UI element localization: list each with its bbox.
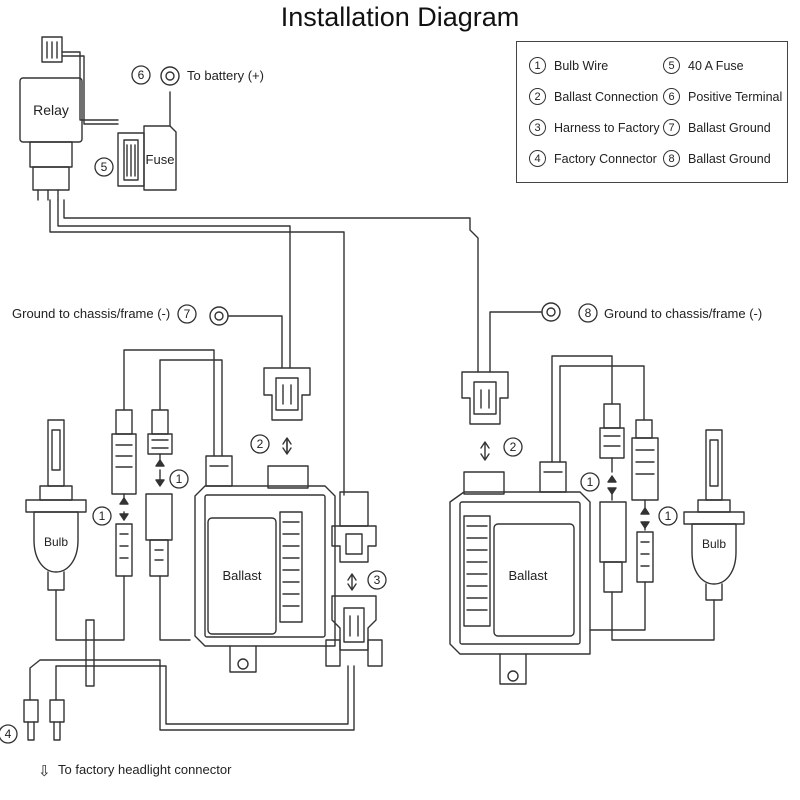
marker-1-right-lower: 1 xyxy=(665,509,672,523)
marker-1-left-upper: 1 xyxy=(176,472,183,486)
ballast-left-label: Ballast xyxy=(222,568,261,583)
arrow-down-icon: ⇩ xyxy=(38,763,51,780)
ballast-left xyxy=(194,455,336,673)
marker-1-right-upper: 1 xyxy=(587,475,594,489)
bulb-right-label: Bulb xyxy=(702,537,726,551)
legend-item-5: 5 40 A Fuse xyxy=(663,57,744,74)
marker-3: 3 xyxy=(374,573,381,587)
fuse-label: Fuse xyxy=(146,152,175,167)
to-battery-label: To battery (+) xyxy=(187,68,264,83)
marker-5: 5 xyxy=(101,160,108,174)
marker-8: 8 xyxy=(585,306,592,320)
bulb-wire-connectors-left xyxy=(111,409,173,577)
factory-harness-connector xyxy=(325,491,383,667)
legend-item-1: 1 Bulb Wire xyxy=(529,57,608,74)
to-factory-label: To factory headlight connector xyxy=(58,762,232,777)
ballast-socket-left xyxy=(267,465,309,489)
marker-1-left-lower: 1 xyxy=(99,509,106,523)
marker-6: 6 xyxy=(138,68,145,82)
marker-7: 7 xyxy=(184,307,191,321)
legend-item-6: 6 Positive Terminal xyxy=(663,88,782,105)
legend-item-3: 3 Harness to Factory xyxy=(529,119,660,136)
legend-item-4: 4 Factory Connector xyxy=(529,150,657,167)
diagram-title: Installation Diagram xyxy=(280,2,520,32)
fuse-40a xyxy=(117,125,177,191)
ballast-right xyxy=(449,461,591,685)
ballast-right-label: Ballast xyxy=(508,568,547,583)
marker-4: 4 xyxy=(5,727,12,741)
ballast-connector-right xyxy=(461,371,509,425)
marker-2-left: 2 xyxy=(257,437,264,451)
ballast-socket-right xyxy=(463,471,505,495)
ballast-connector-left xyxy=(263,367,311,421)
legend-item-2: 2 Ballast Connection xyxy=(529,88,658,105)
legend-item-8: 8 Ballast Ground xyxy=(663,150,771,167)
hid-bulb-left xyxy=(25,419,87,591)
hid-bulb-right xyxy=(683,429,745,601)
ground-right-label: Ground to chassis/frame (-) xyxy=(604,306,762,321)
relay-label: Relay xyxy=(33,102,69,118)
marker-2-right: 2 xyxy=(510,440,517,454)
legend-box: 1 Bulb Wire 2 Ballast Connection 3 Harne… xyxy=(516,41,788,183)
bulb-left-label: Bulb xyxy=(44,535,68,549)
legend-item-7: 7 Ballast Ground xyxy=(663,119,771,136)
bulb-wire-connectors-right xyxy=(599,403,659,593)
ground-left-label: Ground to chassis/frame (-) xyxy=(12,306,170,321)
factory-connector xyxy=(23,699,65,741)
relay xyxy=(19,36,83,201)
